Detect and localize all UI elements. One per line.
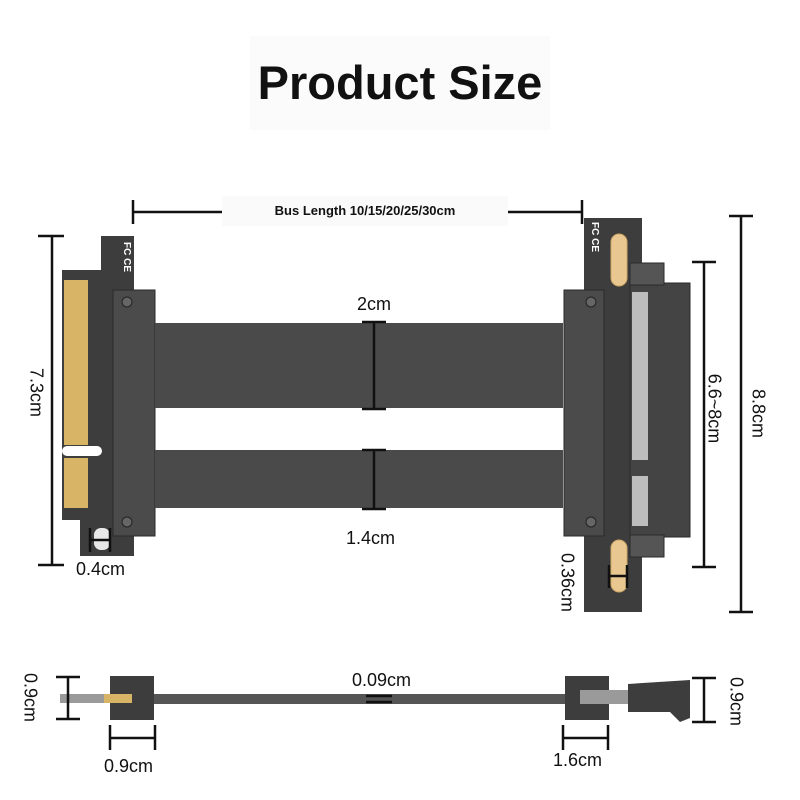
side-dimension-lines — [56, 675, 716, 750]
side-left-finger — [60, 694, 132, 703]
tab-left-label: 0.4cm — [76, 559, 126, 579]
slot-hole-bottom — [610, 539, 628, 593]
cable-gap-label: 1.4cm — [346, 528, 396, 548]
dim-side-height-left — [56, 675, 80, 721]
slot-hole-top — [610, 233, 628, 287]
screw-bottom-right — [585, 516, 597, 528]
screw-top-right — [585, 296, 597, 308]
left-pcb-overlay — [112, 289, 156, 537]
dim-thickness — [366, 694, 392, 704]
dim-cable-width — [362, 320, 386, 411]
page-title: Product Size — [250, 36, 550, 130]
side-width-right-label: 1.6cm — [553, 750, 603, 770]
slot-pins-upper — [632, 292, 648, 460]
left-pcie-connector-board — [62, 236, 156, 556]
cable-width-label: 2cm — [357, 294, 392, 314]
screw-bottom-left — [121, 516, 133, 528]
tab-right-label: 0.36cm — [557, 552, 578, 613]
thickness-label: 0.09cm — [352, 670, 412, 690]
right-cert-marks: FC CE — [589, 222, 600, 252]
ribbon-cables — [155, 323, 563, 508]
side-right-slot — [628, 680, 690, 722]
dim-side-width-left — [108, 725, 157, 750]
side-height-left-label: 0.9cm — [20, 672, 41, 723]
dimension-lines — [38, 200, 753, 614]
side-height-right-label: 0.9cm — [726, 676, 747, 727]
gold-fingers-upper — [64, 280, 88, 445]
right-pcb-overlay — [563, 289, 605, 537]
slot-pins-lower — [632, 476, 648, 526]
dim-cable-gap — [362, 448, 386, 511]
side-cable — [150, 694, 570, 704]
slot-height-label: 6.6~8cm — [704, 373, 725, 444]
slot-latch-top — [629, 262, 665, 286]
ribbon-cable-upper — [155, 323, 563, 408]
side-width-left-label: 0.9cm — [104, 756, 154, 776]
ribbon-cable-lower — [155, 450, 563, 508]
dim-slot-height — [692, 260, 716, 569]
side-view — [60, 676, 690, 722]
right-pcie-slot-board — [563, 218, 691, 612]
slot-latch-bottom — [629, 534, 665, 558]
dim-height-left — [38, 234, 64, 567]
dim-side-height-right — [692, 676, 716, 724]
dim-tab-left — [88, 528, 112, 552]
dim-bus-length — [131, 200, 584, 224]
side-right-board — [580, 690, 628, 704]
height-right-label: 8.8cm — [748, 388, 769, 439]
dim-side-width-right — [561, 725, 610, 750]
height-left-label: 7.3cm — [26, 367, 47, 418]
screw-top-left — [121, 296, 133, 308]
dim-height-right — [729, 214, 753, 614]
side-left-finger-gold — [104, 694, 132, 703]
gold-fingers-lower — [64, 458, 88, 508]
finger-notch — [62, 446, 102, 456]
left-cert-marks: FC CE — [121, 242, 132, 272]
dim-tab-right — [607, 565, 629, 588]
bus-length-label: Bus Length 10/15/20/25/30cm — [222, 196, 508, 226]
